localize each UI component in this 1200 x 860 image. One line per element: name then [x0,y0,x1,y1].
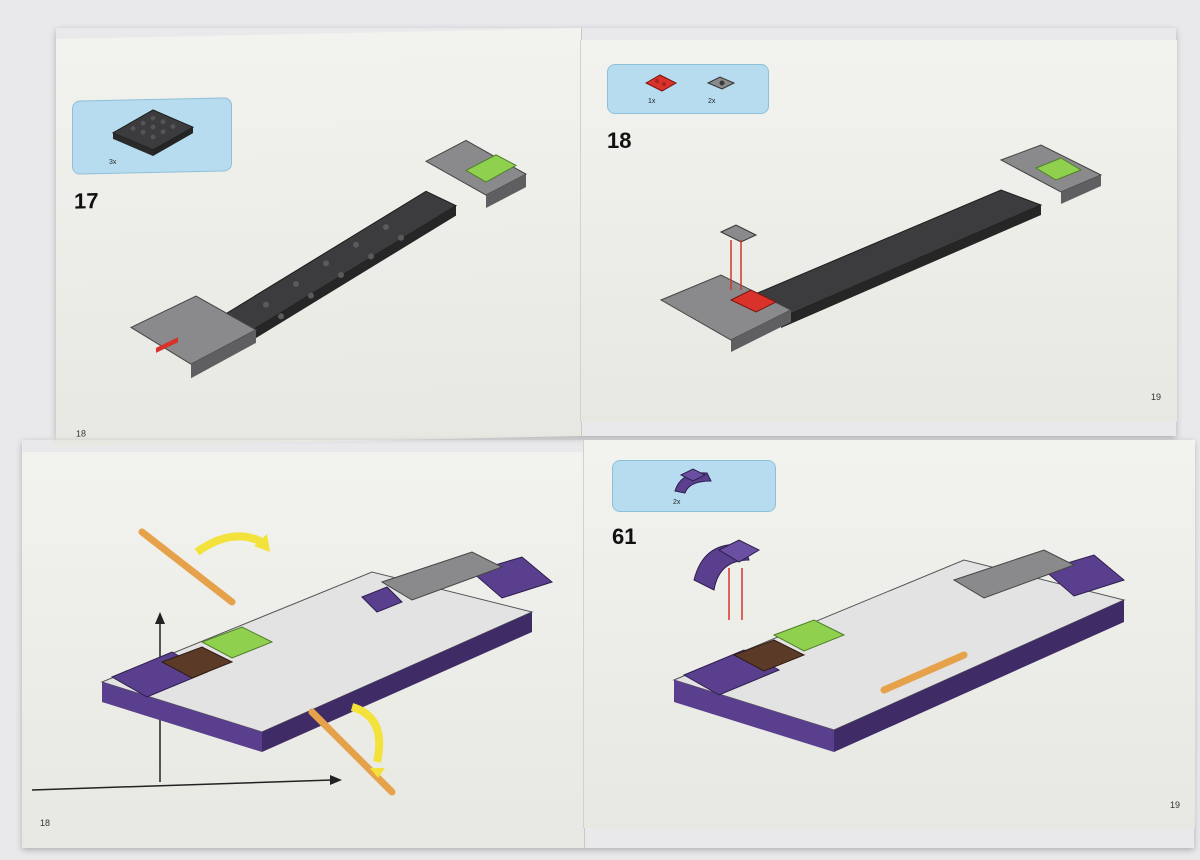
page-number: 18 [40,818,51,828]
parts-callout-step-61: 2x [612,460,776,512]
step-number: 17 [74,188,99,214]
dark-gray-plate-icon [111,109,195,156]
bottom-booklet-spread: 18 2x 61 19 [22,440,1195,848]
step-17-assembly-illustration [129,139,528,379]
page-number: 18 [76,428,87,439]
rotation-assembly-illustration [31,528,554,796]
page-step-17: 3x 17 18 [56,28,582,448]
purple-mudguard-icon [674,468,712,494]
page-build-rotation: 18 [22,452,585,848]
page-number: 19 [1151,392,1162,402]
page-step-18: 1x 2x 18 19 [580,40,1177,422]
page-step-61: 2x 61 19 [583,440,1195,828]
parts-callout-step-17: 3x [72,97,232,175]
step-61-assembly-illustration [672,539,1126,752]
gray-bracket-icon [706,76,736,90]
red-plate-icon [644,74,678,92]
qty-label: 3x [109,158,117,166]
top-booklet-spread: 3x 17 18 1x [56,28,1177,448]
step-number: 18 [607,128,632,153]
page-number: 19 [1170,800,1181,810]
step-18-assembly-illustration [659,144,1103,352]
qty-label: 1x [648,98,656,105]
step-number: 61 [612,524,637,549]
parts-callout-step-18: 1x 2x [607,64,769,114]
qty-label: 2x [673,499,681,506]
qty-label: 2x [708,98,716,105]
